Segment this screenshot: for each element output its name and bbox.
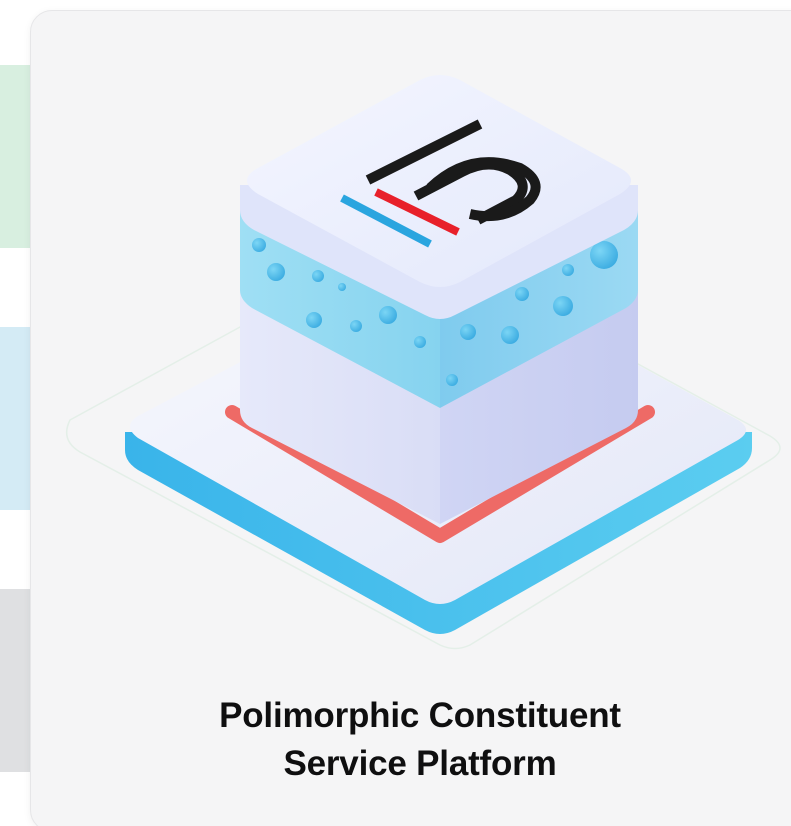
bubbles [252,238,618,386]
isometric-cube-platform-icon [65,75,781,650]
product-title: Polimorphic Constituent Service Platform [30,692,791,788]
cube-water-right [440,205,638,408]
product-title-line-1: Polimorphic Constituent [219,696,621,735]
platform-red-ring [225,405,655,543]
polimorphic-logo-icon [340,119,541,248]
cube-water-left [240,205,440,408]
product-title-line-2: Service Platform [283,744,557,783]
